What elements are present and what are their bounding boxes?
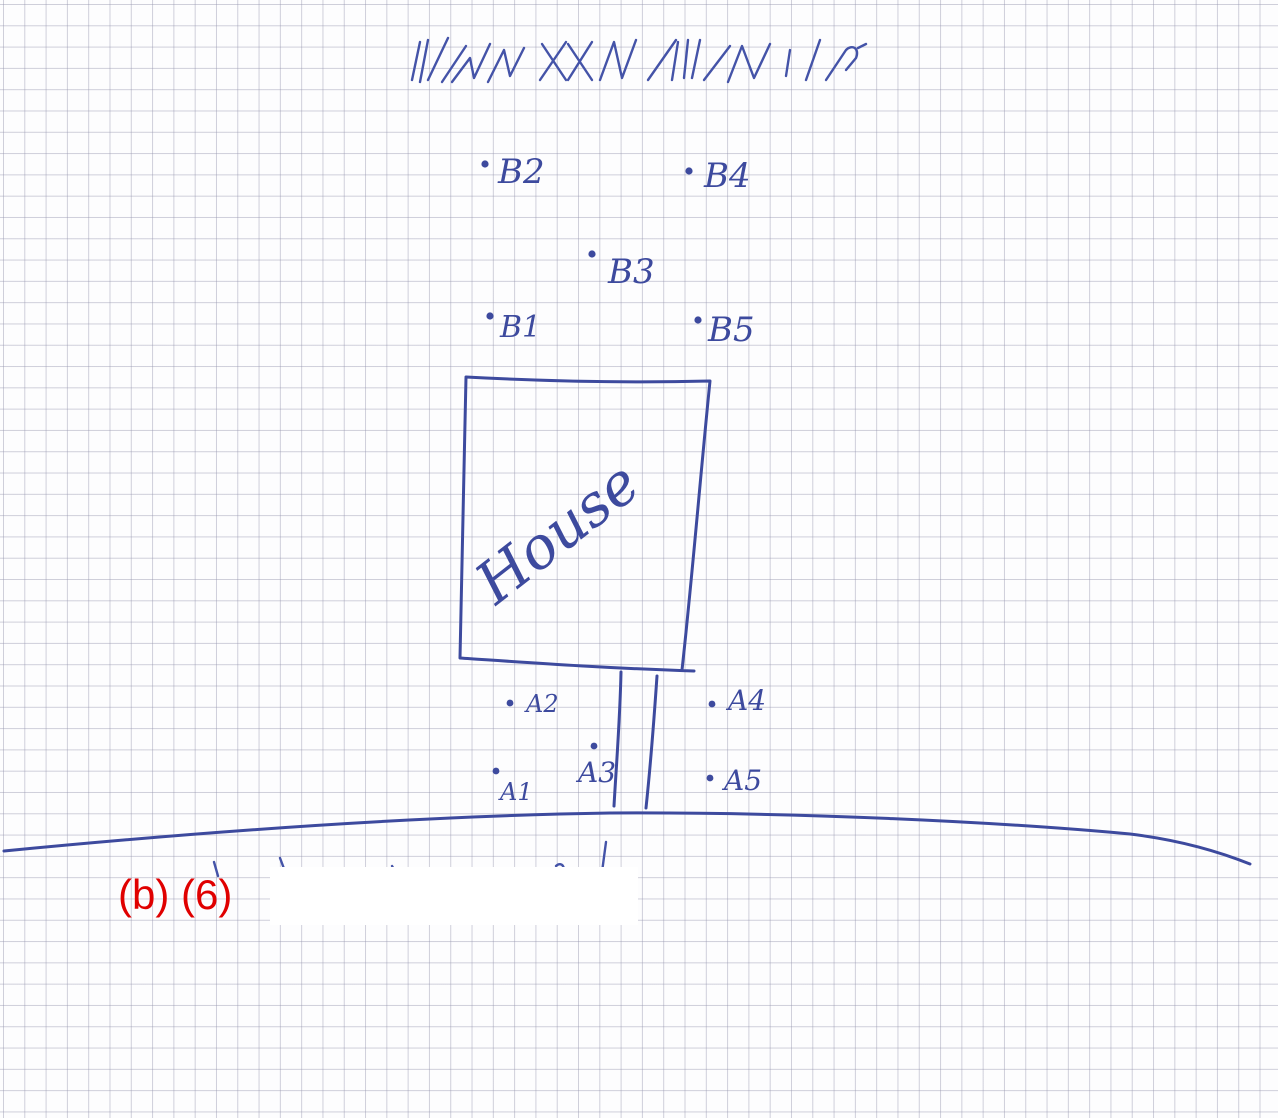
walkway [612, 670, 659, 810]
point-a3: A3 [575, 742, 616, 789]
svg-text:B2: B2 [497, 152, 545, 192]
point-b1: B1 [486, 310, 541, 345]
b-points: B2 B4 B3 B1 B5 [481, 152, 755, 350]
a-points: A2 A4 A3 A1 A5 [492, 684, 766, 806]
house-outline [458, 375, 712, 673]
svg-text:A4: A4 [725, 684, 766, 717]
house: House [458, 375, 712, 673]
house-label: House [462, 448, 652, 617]
redaction-box [270, 867, 638, 925]
point-b3: B3 [588, 250, 655, 292]
svg-text:A1: A1 [498, 778, 533, 806]
point-b2: B2 [481, 152, 545, 192]
redaction-caption: (b) (6) [118, 871, 233, 918]
point-a4: A4 [708, 684, 766, 717]
svg-text:B3: B3 [607, 252, 655, 292]
svg-text:A5: A5 [721, 764, 762, 797]
svg-text:B1: B1 [499, 310, 541, 345]
ground-line [2, 811, 1252, 866]
svg-text:A3: A3 [575, 756, 616, 789]
svg-text:B4: B4 [703, 156, 751, 196]
point-a1: A1 [492, 767, 533, 806]
point-a5: A5 [706, 764, 762, 797]
point-b4: B4 [685, 156, 751, 196]
point-a2: A2 [506, 690, 559, 718]
tree-line-hatching [410, 36, 868, 84]
point-b5: B5 [694, 310, 755, 350]
svg-text:A2: A2 [524, 690, 559, 718]
svg-text:B5: B5 [707, 310, 755, 350]
